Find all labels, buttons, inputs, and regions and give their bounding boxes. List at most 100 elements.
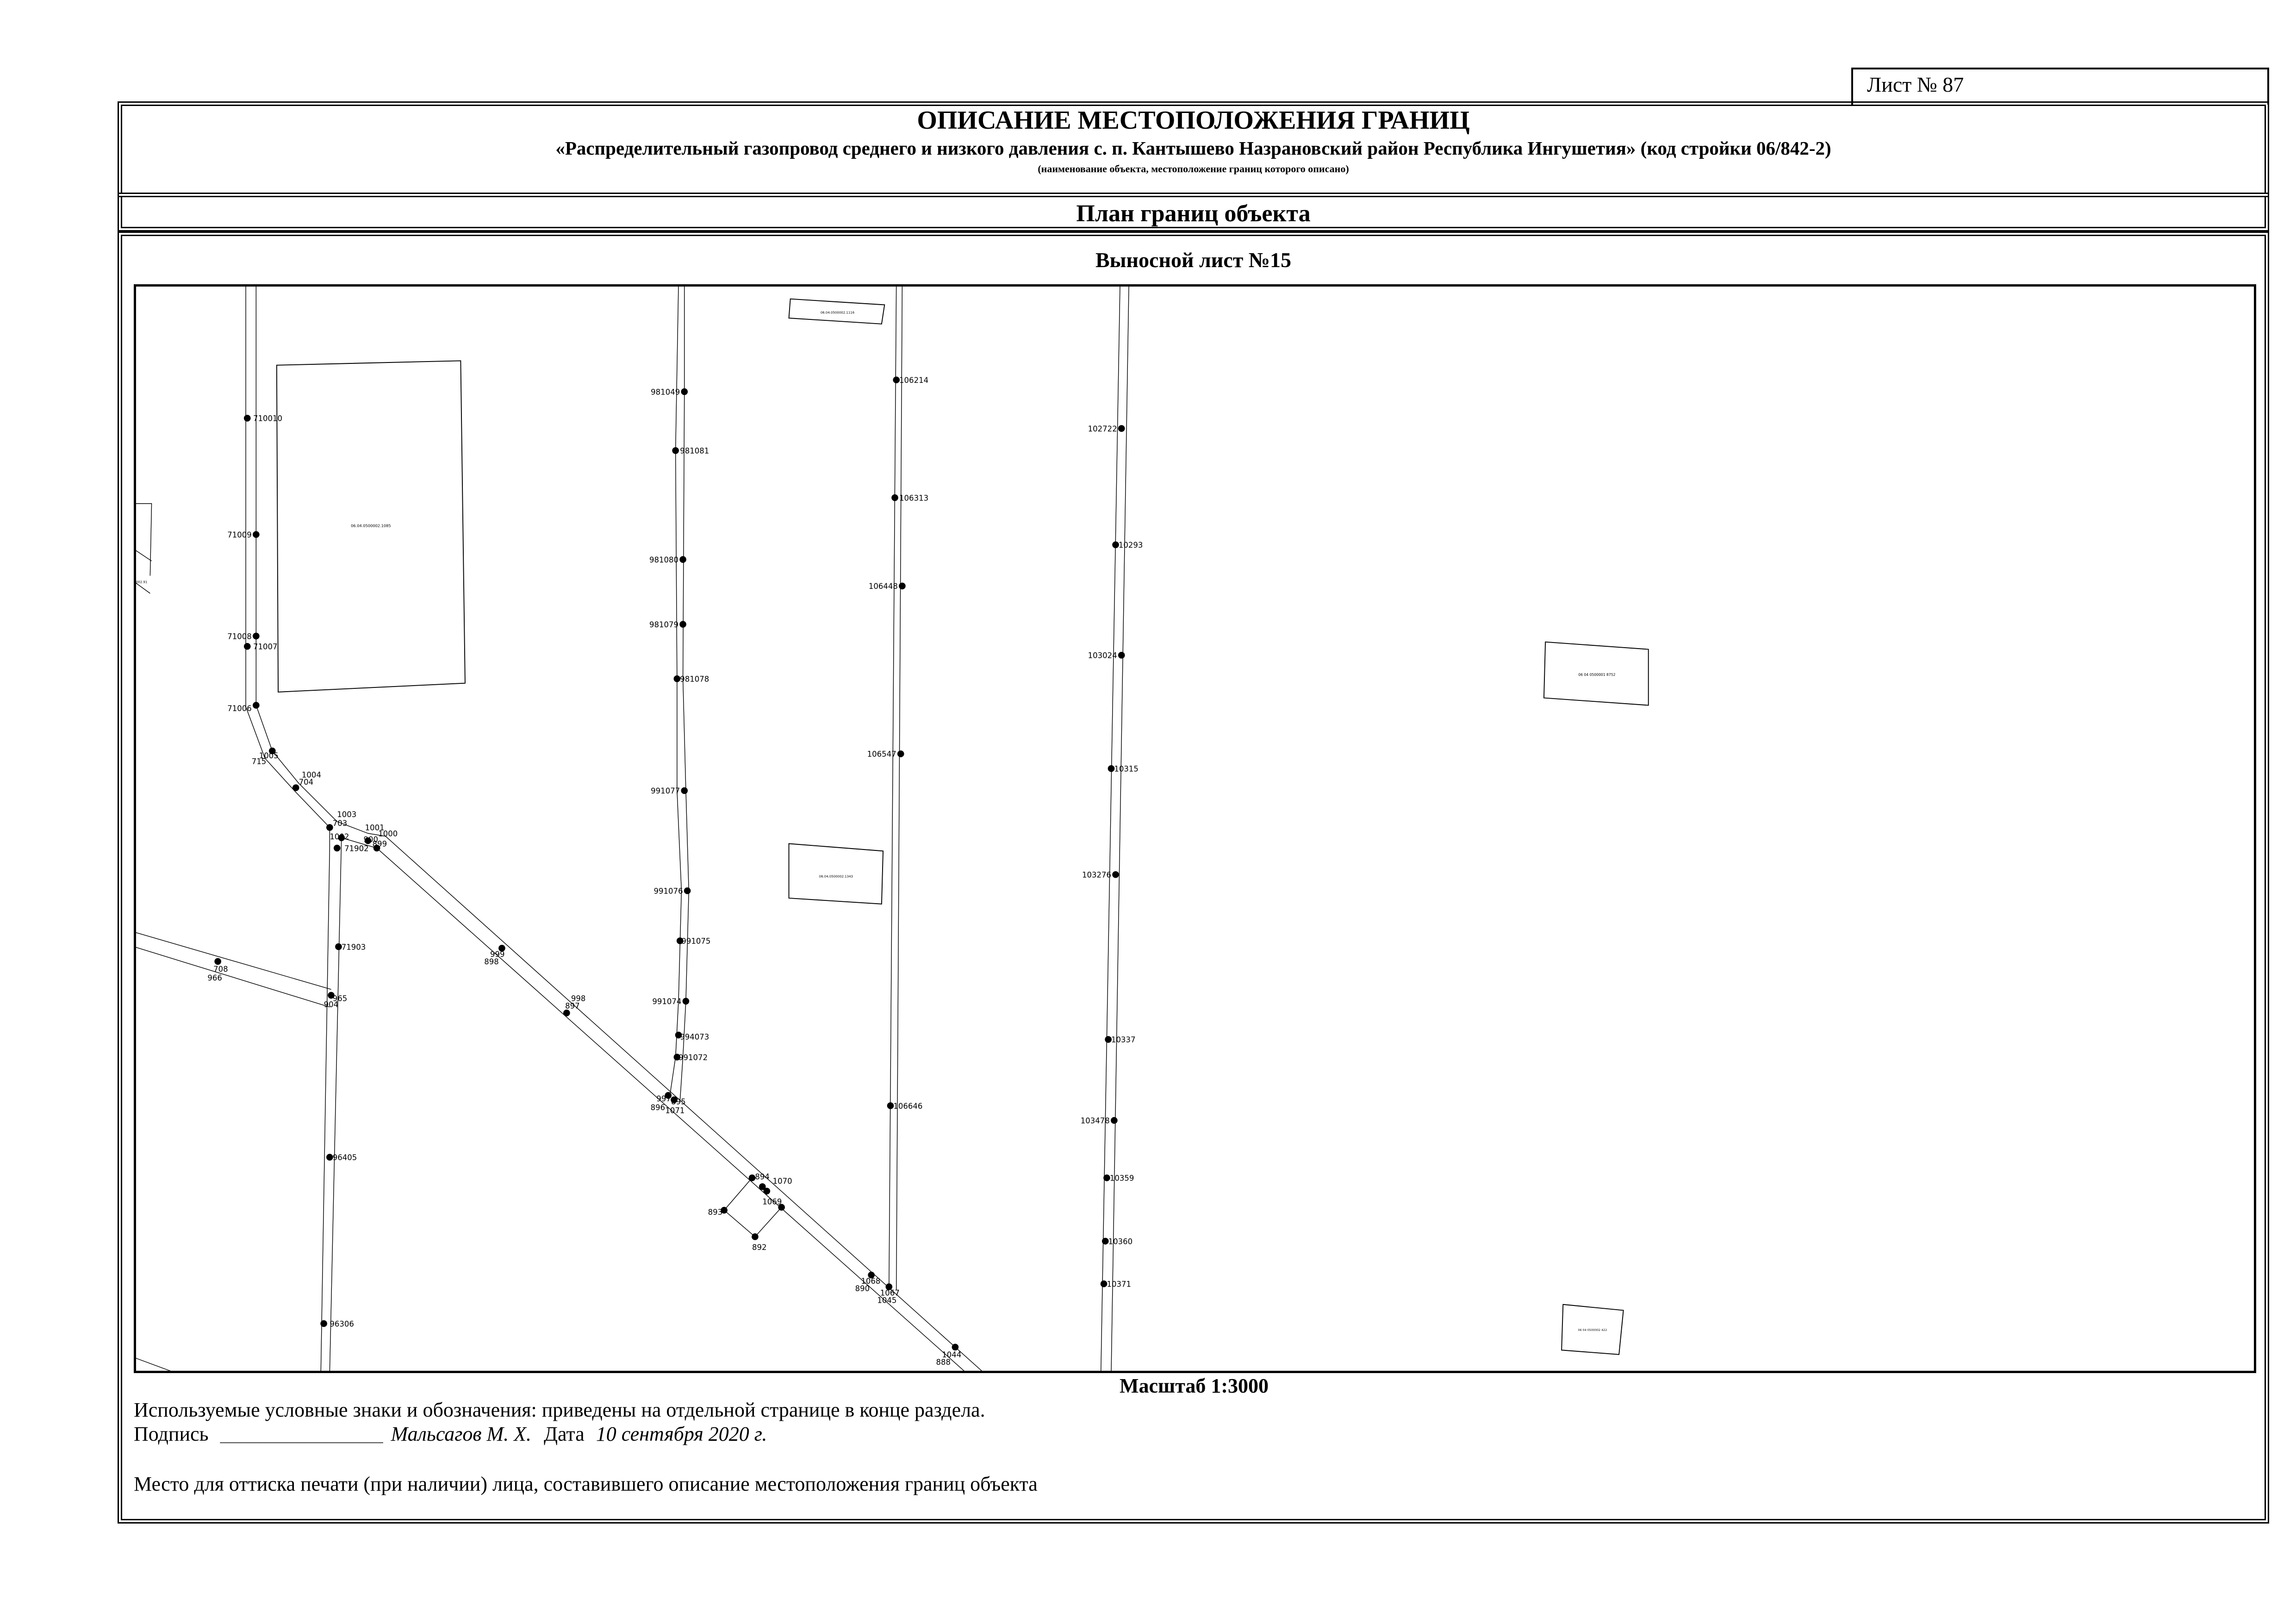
boundary-point-marker <box>885 1283 893 1290</box>
section-frame <box>118 193 2269 231</box>
boundary-point-marker <box>1112 541 1119 549</box>
boundary-point-label: 10371 <box>1107 1280 1131 1289</box>
boundary-point-label: 10337 <box>1111 1036 1136 1044</box>
boundary-point-marker <box>778 1204 785 1211</box>
signer-name: Мальсагов М. Х. <box>391 1423 532 1445</box>
parcel-cadastral-number: 06.04.0500002.1116 <box>821 311 854 315</box>
boundary-point-label: 704 <box>299 778 314 787</box>
road-boundary-line <box>134 503 152 576</box>
date-label: Дата <box>544 1423 585 1445</box>
boundary-point-marker <box>243 415 251 422</box>
boundary-point-label: 991075 <box>681 937 710 946</box>
boundary-point-label: 899 <box>373 840 387 849</box>
boundary-point-label: 715 <box>252 757 267 766</box>
boundary-point-marker <box>1118 652 1125 659</box>
boundary-point-label: 1067 <box>880 1289 900 1298</box>
boundary-point-label: 997 <box>656 1094 671 1103</box>
land-parcel <box>788 843 884 905</box>
sheet-number-box: Лист № 87 <box>1851 68 2269 105</box>
boundary-point-label: 991072 <box>678 1053 708 1062</box>
boundary-point-label: 897 <box>565 1002 580 1011</box>
stamp-note: Место для оттиска печати (при наличии) л… <box>134 1473 1038 1495</box>
boundary-point-label: 998 <box>571 994 586 1003</box>
boundary-point-marker <box>292 784 299 791</box>
boundary-point-label: 10359 <box>1110 1174 1134 1183</box>
object-name: «Распределительный газопровод среднего и… <box>555 137 1831 159</box>
boundary-point-marker <box>899 582 906 590</box>
object-name-note: (наименование объекта, местоположение гр… <box>1038 163 1349 175</box>
signature-label: Подпись <box>134 1423 209 1445</box>
boundary-point-label: 904 <box>324 1000 339 1009</box>
land-parcel <box>788 298 885 325</box>
boundary-point-marker <box>326 824 333 831</box>
boundary-point-label: 966 <box>207 974 222 982</box>
boundary-point-label: 703 <box>333 819 348 828</box>
boundary-point-label: 71009 <box>227 531 252 539</box>
boundary-point-marker <box>563 1009 570 1017</box>
main-frame <box>118 231 2269 1524</box>
road-boundary-line <box>1111 284 1129 1373</box>
boundary-point-label: 71902 <box>344 844 369 853</box>
boundary-point-marker <box>253 531 260 538</box>
road-boundary-line <box>134 549 152 562</box>
boundary-point-marker <box>759 1183 766 1190</box>
boundary-point-marker <box>665 1092 672 1099</box>
boundary-point-label: 10360 <box>1108 1237 1133 1246</box>
boundary-point-label: 1069 <box>762 1198 782 1206</box>
boundary-point-label: 103478 <box>1081 1117 1110 1125</box>
boundary-point-marker <box>891 494 898 501</box>
boundary-point-marker <box>897 750 904 757</box>
boundary-point-marker <box>1108 765 1115 772</box>
boundary-point-label: 1004 <box>302 770 321 779</box>
land-parcel <box>1561 1304 1624 1355</box>
boundary-point-label: 1003 <box>337 810 356 819</box>
boundary-point-label: 981079 <box>649 620 678 629</box>
boundary-point-marker <box>338 834 345 841</box>
boundary-point-label: 991074 <box>652 997 681 1006</box>
boundary-point-marker <box>684 887 691 894</box>
boundary-point-marker <box>498 944 505 952</box>
boundary-point-marker <box>1111 1117 1118 1124</box>
boundary-point-marker <box>673 675 681 682</box>
road-boundary-line <box>329 837 342 1373</box>
boundary-point-marker <box>868 1271 875 1279</box>
map-frame <box>134 284 2256 1373</box>
boundary-point-marker <box>675 1031 682 1039</box>
boundary-point-marker <box>320 1320 327 1327</box>
road-boundary-line <box>134 931 331 990</box>
boundary-point-marker <box>364 837 372 844</box>
boundary-point-label: 103024 <box>1088 651 1117 660</box>
boundary-point-label: 71006 <box>227 704 252 713</box>
road-boundary-line <box>367 833 983 1373</box>
boundary-point-label: 900 <box>363 835 378 844</box>
boundary-point-label: 710010 <box>253 414 282 423</box>
date-value: 10 сентября 2020 г. <box>596 1423 767 1445</box>
sheet-subtitle: Выносной лист №15 <box>1095 248 1292 272</box>
boundary-point-marker <box>326 1154 333 1161</box>
parcel-cadastral-number: 06.04.0500002.1343 <box>819 875 853 879</box>
boundary-point-label: 1068 <box>861 1277 880 1286</box>
boundary-point-marker <box>952 1343 959 1351</box>
boundary-point-marker <box>1103 1174 1110 1181</box>
boundary-point-marker <box>1100 1280 1108 1287</box>
road-boundary-line <box>723 1177 782 1237</box>
boundary-point-label: 106547 <box>867 750 896 759</box>
boundary-point-label: 10315 <box>1114 765 1139 774</box>
section-title: План границ объекта <box>1076 200 1311 227</box>
boundary-point-marker <box>679 556 686 563</box>
boundary-point-label: 106313 <box>899 493 928 502</box>
signature-line: ________________ <box>220 1423 383 1445</box>
parcel-cadastral-number: 06.04.0500002.1085 <box>351 524 391 528</box>
boundary-point-marker <box>214 958 221 965</box>
road-boundary-line <box>134 946 330 1008</box>
road-boundary-line <box>134 1357 174 1373</box>
boundary-point-marker <box>333 844 341 852</box>
boundary-point-label: 991076 <box>654 887 683 895</box>
land-parcel <box>276 360 466 693</box>
boundary-point-label: 708 <box>213 965 228 974</box>
boundary-point-label: 102722 <box>1088 425 1117 433</box>
boundary-point-marker <box>887 1102 894 1109</box>
boundary-point-label: 106646 <box>893 1102 922 1111</box>
boundary-point-label: 1045 <box>877 1296 896 1305</box>
boundary-point-label: 71903 <box>342 943 366 951</box>
